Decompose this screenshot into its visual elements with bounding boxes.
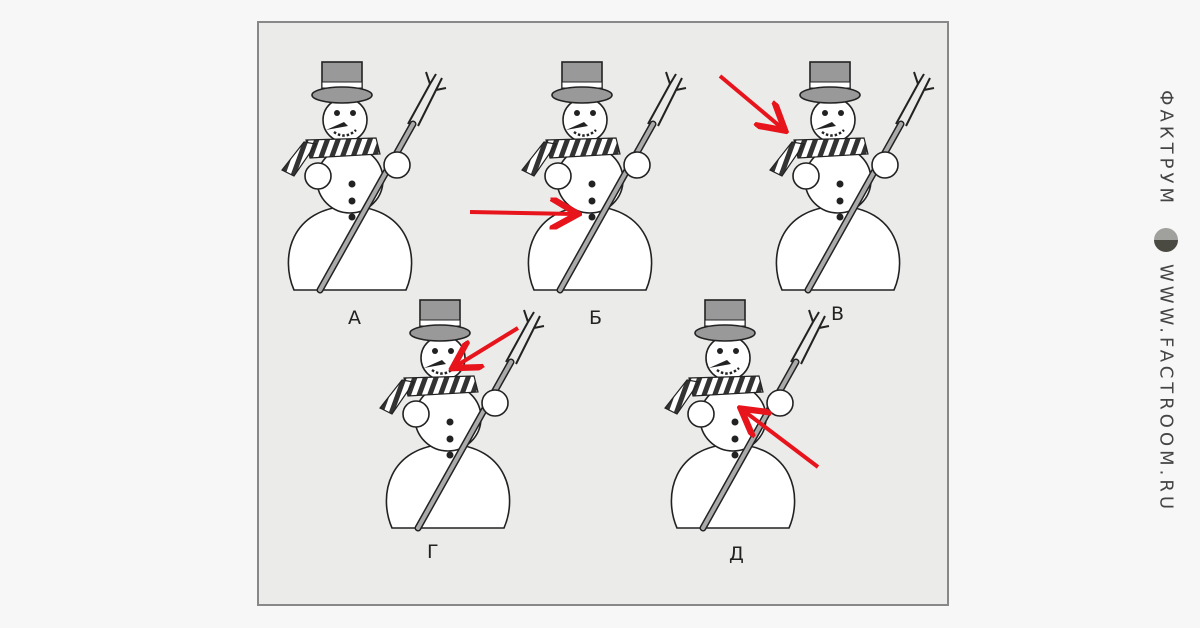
brand-watermark: ФАКТРУМ WWW.FACTROOM.RU <box>1148 78 1184 558</box>
brand-url[interactable]: WWW.FACTROOM.RU <box>1155 263 1177 514</box>
label-d: Д <box>729 543 744 565</box>
label-b: Б <box>589 307 602 329</box>
label-g: Г <box>427 541 439 563</box>
arrow-v <box>718 74 782 128</box>
arrow-b <box>469 212 574 214</box>
brand-logo-icon <box>1154 228 1178 252</box>
label-a: А <box>348 307 361 329</box>
arrow-g <box>456 326 520 366</box>
arrow-d <box>744 411 820 469</box>
label-v: В <box>831 303 844 325</box>
snowman-puzzle: А Б В Г Д <box>257 21 949 606</box>
brand-name: ФАКТРУМ <box>1155 90 1177 207</box>
